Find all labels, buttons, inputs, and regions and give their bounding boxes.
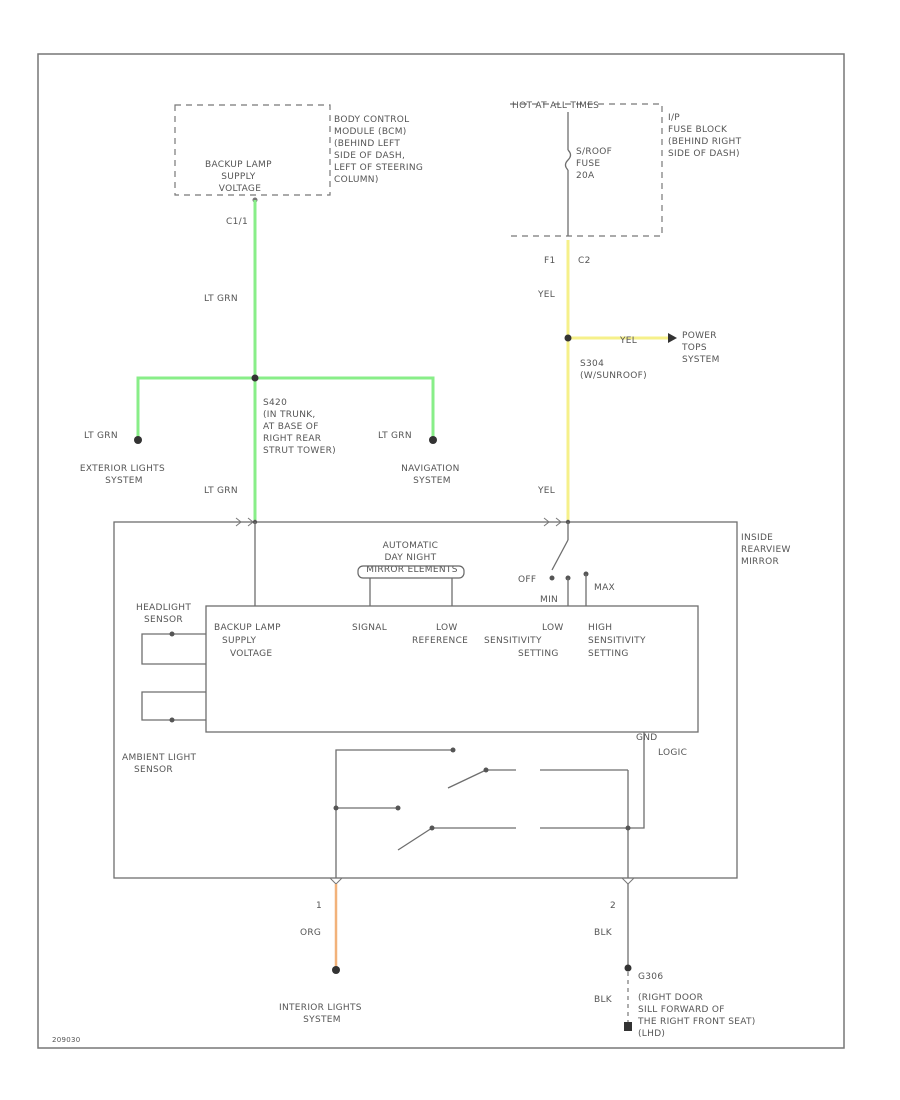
lt-grn-wire-branch <box>136 376 435 440</box>
fuse-symbol <box>564 149 572 171</box>
ambient-sensor-label: AMBIENT LIGHT SENSOR <box>122 753 200 775</box>
fuse-pin-c2: C2 <box>578 256 591 266</box>
col-sensitivity: SENSITIVITY <box>484 636 542 646</box>
headlight-sensor-symbol <box>141 633 206 665</box>
exterior-lights-terminal <box>134 436 142 444</box>
headlight-sensor-label: HEADLIGHT SENSOR <box>136 603 194 625</box>
switch-node-right <box>625 825 631 831</box>
org-label: ORG <box>300 928 321 938</box>
lt-grn-label-lower: LT GRN <box>204 486 238 496</box>
sensitivity-switch-blade <box>551 539 569 571</box>
lt-grn-label-main: LT GRN <box>204 294 238 304</box>
switch-off-label: OFF <box>518 575 536 585</box>
mirror-element-label: AUTOMATIC DAY NIGHT MIRROR ELEMENTS <box>366 541 457 575</box>
gnd-label: GND <box>636 733 658 743</box>
bcm-note: BODY CONTROL MODULE (BCM) (BEHIND LEFT S… <box>334 115 426 185</box>
connector-yel <box>543 517 562 527</box>
blk-label-bottom: BLK <box>594 995 613 1005</box>
switch-max-label: MAX <box>594 583 615 593</box>
switch-circuit-left <box>335 749 453 878</box>
fuse-hot-label: HOT AT ALL TIMES <box>512 101 599 111</box>
switch-node-mid <box>395 805 401 811</box>
yel-label-lower: YEL <box>537 486 555 496</box>
connector-org <box>329 877 343 885</box>
ground-id-label: G306 <box>638 972 663 982</box>
splice-s304-dot <box>564 334 572 342</box>
navigation-terminal <box>429 436 437 444</box>
lt-grn-label-nav: LT GRN <box>378 431 412 441</box>
col-low-reference: LOW REFERENCE <box>412 623 468 646</box>
power-tops-label: POWER TOPS SYSTEM <box>681 331 720 365</box>
col-low-setting: LOW SETTING <box>518 623 567 659</box>
interior-lights-terminal <box>332 966 340 974</box>
fuse-block-note: I/P FUSE BLOCK (BEHIND RIGHT SIDE OF DAS… <box>668 113 745 159</box>
switch-contact-off <box>549 575 555 581</box>
navigation-label: NAVIGATION SYSTEM <box>401 464 463 486</box>
fuse-label: S/ROOF FUSE 20A <box>576 147 615 181</box>
blk-label-top: BLK <box>594 928 613 938</box>
power-tops-arrow <box>668 333 677 343</box>
bcm-dashed-box <box>174 104 331 196</box>
yel-label-top: YEL <box>537 290 555 300</box>
backup-lamp-box-label: BACKUP LAMP SUPPLY VOLTAGE <box>205 160 275 194</box>
relay-contact-lower <box>397 827 433 851</box>
ground-symbol <box>624 1022 632 1031</box>
ground-location-note: (RIGHT DOOR SILL FORWARD OF THE RIGHT FR… <box>637 993 759 1039</box>
logic-label: LOGIC <box>658 748 687 758</box>
ambient-sensor-dot <box>169 717 175 723</box>
mirror-outline <box>113 521 738 879</box>
col-high-setting: HIGH SENSITIVITY SETTING <box>588 623 649 659</box>
splice-s304-label: S304 (W/SUNROOF) <box>580 359 647 381</box>
pin-1-label: 1 <box>316 901 322 911</box>
switch-min-label: MIN <box>540 595 558 605</box>
gnd-wire <box>628 732 645 829</box>
ground-splice-dot <box>624 964 632 972</box>
switch-node-upper <box>483 767 489 773</box>
switch-node-left <box>333 805 339 811</box>
relay-contact-upper <box>447 769 487 789</box>
headlight-sensor-dot <box>169 631 175 637</box>
lt-grn-label-ext: LT GRN <box>84 431 118 441</box>
bcm-pin-label: C1/1 <box>226 217 248 227</box>
logic-box <box>205 605 699 733</box>
pin-2-label: 2 <box>610 901 616 911</box>
footer-code: 209030 <box>52 1036 81 1044</box>
mirror-element-symbol <box>357 565 465 579</box>
yel-label-branch: YEL <box>619 336 637 346</box>
fuse-pin-f1: F1 <box>544 256 556 266</box>
connector-blk <box>621 877 635 885</box>
col-signal: SIGNAL <box>352 623 387 633</box>
ambient-sensor-symbol <box>141 691 206 721</box>
exterior-lights-label: EXTERIOR LIGHTS SYSTEM <box>80 464 168 486</box>
switch-node-lower <box>429 825 435 831</box>
fuse-block-dashed-box <box>510 103 663 237</box>
col-backup-supply: BACKUP LAMP SUPPLY VOLTAGE <box>214 623 284 659</box>
splice-s420-label: S420 (IN TRUNK, AT BASE OF RIGHT REAR ST… <box>263 398 336 456</box>
splice-s420-dot <box>251 374 259 382</box>
diagram-frame <box>37 53 845 1049</box>
mirror-label: INSIDE REARVIEW MIRROR <box>741 533 794 567</box>
switch-node-top <box>450 747 456 753</box>
interior-lights-label: INTERIOR LIGHTS SYSTEM <box>279 1003 365 1025</box>
